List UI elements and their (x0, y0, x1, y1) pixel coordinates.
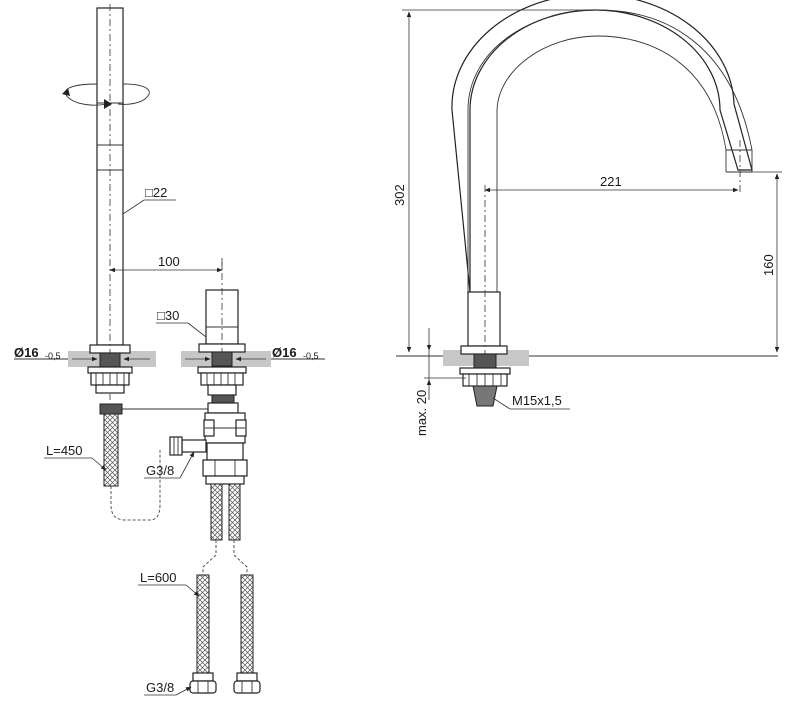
thread-mount-label: M15x1,5 (512, 393, 562, 408)
left-fixing-nut (87, 352, 133, 415)
hose-long-length-label: L=600 (140, 570, 177, 585)
dim-hole-left-tol: -0,5 (45, 351, 61, 361)
dim-body-square-label: □30 (157, 308, 179, 323)
spout-fixing-nut (459, 353, 511, 407)
right-view: 302 221 160 max. 20 M15x1,5 (392, 0, 782, 436)
dim-reach-label: 221 (600, 174, 622, 189)
thread-lower-label: G3/8 (146, 680, 174, 695)
hose-short-length-label: L=450 (46, 443, 83, 458)
hose-long (189, 574, 261, 694)
hose-short (103, 413, 161, 521)
hose-stubs (202, 483, 248, 575)
rotation-arrow-icon (62, 83, 150, 109)
thread-upper-label: G3/8 (146, 463, 174, 478)
dim-outlet-height-label: 160 (761, 254, 776, 276)
dim-spindle-square-label: □22 (145, 185, 167, 200)
dim-spacing-label: 100 (158, 254, 180, 269)
mixer-valve-assembly (169, 351, 248, 485)
left-view: 100 □22 □30 Ø16 -0,5 Ø16 -0,5 L=450 G3/8… (14, 4, 325, 696)
dim-hole-right-tol: -0,5 (303, 351, 319, 361)
dim-hole-right-label: Ø16 (272, 345, 297, 360)
dim-height-label: 302 (392, 184, 407, 206)
dim-max-deck-label: max. 20 (414, 390, 429, 436)
dim-hole-left-label: Ø16 (14, 345, 39, 360)
